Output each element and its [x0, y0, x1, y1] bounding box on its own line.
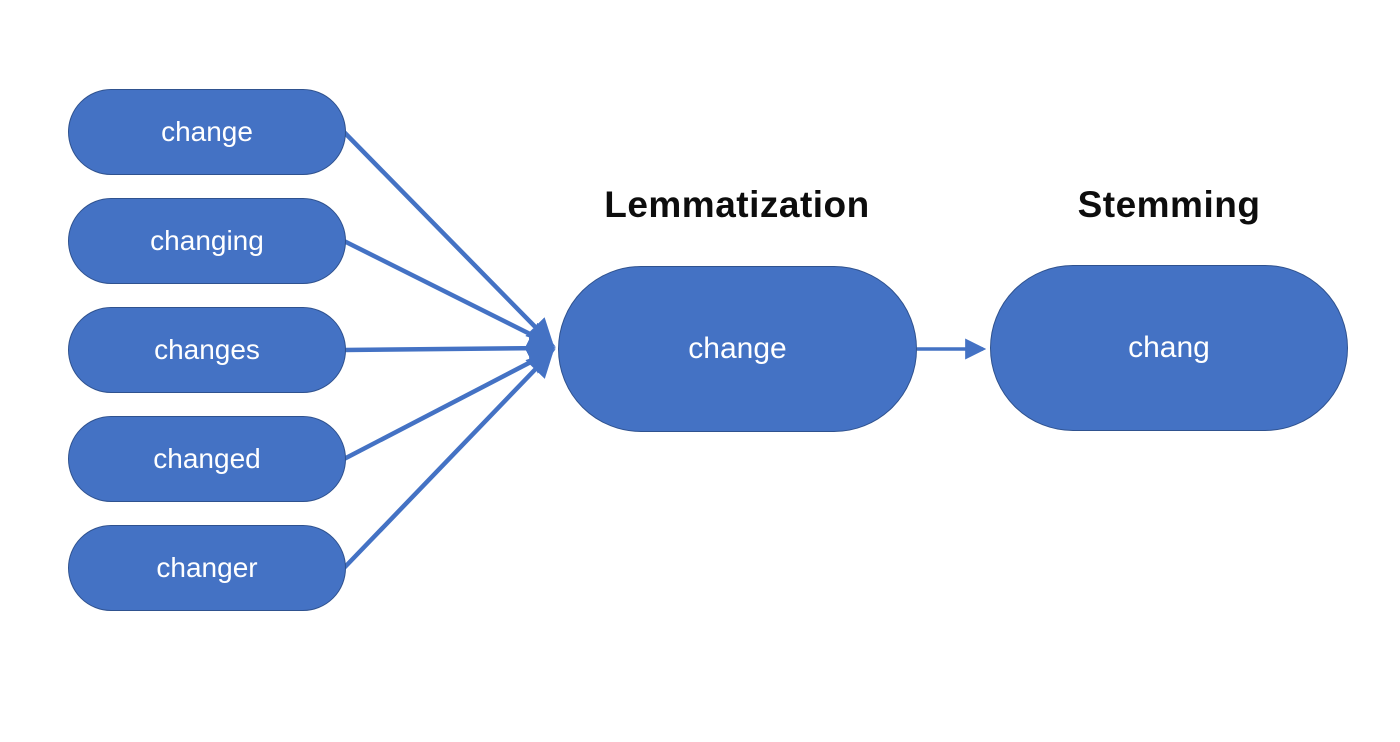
source-node-changed-label: changed: [153, 443, 261, 474]
source-node-changer: changer: [68, 525, 346, 611]
lemmatization-title: Lemmatization: [604, 184, 870, 225]
lemmatization-node: change: [558, 266, 917, 432]
source-node-changer-label: changer: [156, 552, 258, 583]
stemming-node: chang: [990, 265, 1348, 431]
source-node-changes-label: changes: [154, 334, 260, 365]
source-node-changing: changing: [68, 198, 346, 284]
stemming-node-label: chang: [1128, 331, 1210, 364]
source-node-changing-label: changing: [150, 225, 264, 256]
arrow-changed-to-lemma: [342, 349, 556, 461]
source-node-changes: changes: [68, 307, 346, 393]
source-node-changed: changed: [68, 416, 346, 502]
source-node-change-label: change: [161, 116, 253, 147]
arrow-change-to-lemma: [342, 130, 554, 346]
source-node-change: change: [68, 89, 346, 175]
arrow-changes-to-lemma: [343, 334, 557, 362]
lemmatization-node-label: change: [688, 332, 787, 365]
stemming-title: Stemming: [1077, 184, 1261, 225]
arrow-changer-to-lemma: [342, 350, 554, 570]
arrow-changing-to-lemma: [342, 238, 556, 348]
